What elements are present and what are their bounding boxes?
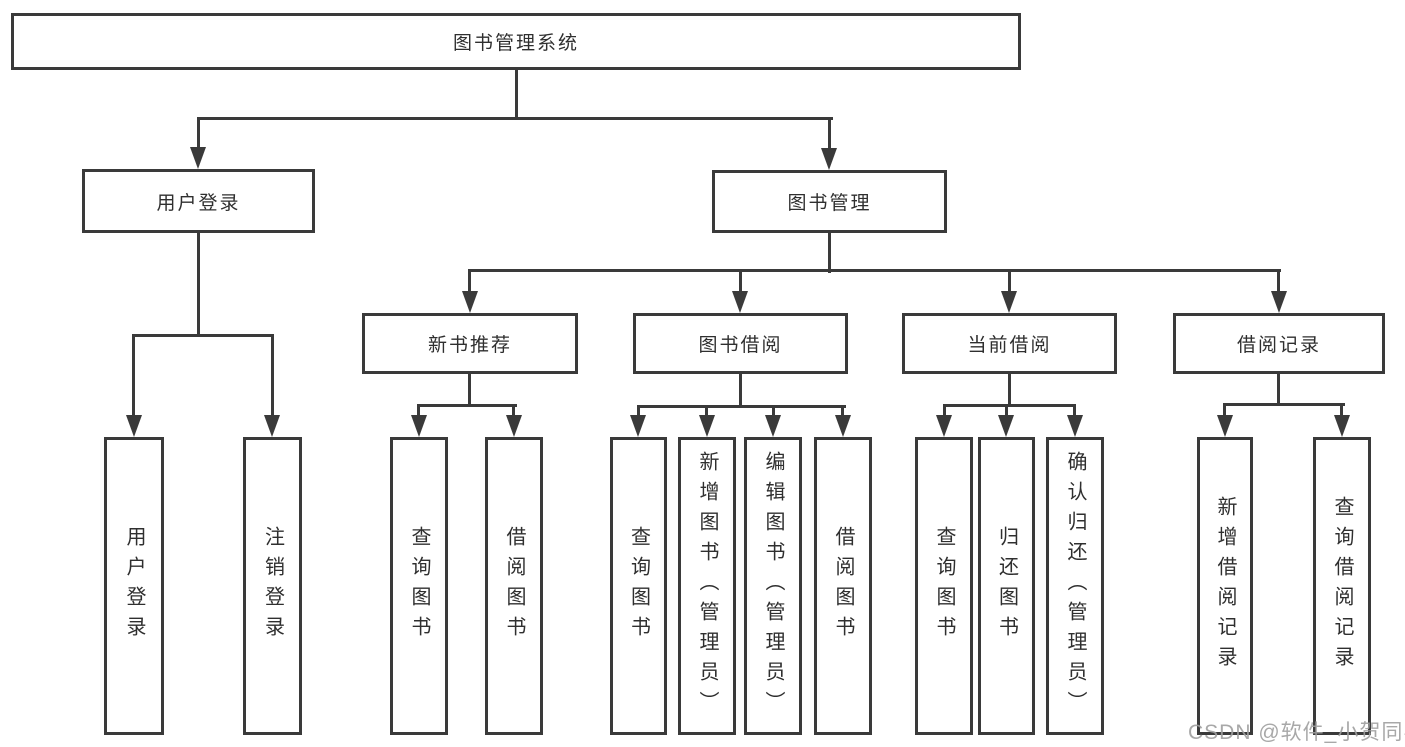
connector-drop xyxy=(772,407,775,416)
node-book-borrow: 图书借阅 xyxy=(633,313,848,374)
leaf-user-login-label: 用户登录 xyxy=(123,526,145,646)
connector-current-borrow-stem xyxy=(1008,374,1011,407)
node-user-login-label: 用户登录 xyxy=(156,192,241,214)
arrowhead-down-icon xyxy=(630,415,646,437)
connector-drop-book-mgmt xyxy=(828,119,831,149)
leaf-add-book-admin-label: 新增图书（管理员） xyxy=(696,451,718,721)
connector-drop xyxy=(943,406,946,416)
leaf-query-books-recommend: 查询图书 xyxy=(390,437,448,735)
node-current-borrow: 当前借阅 xyxy=(902,313,1117,374)
connector-drop xyxy=(637,407,640,416)
connector-drop-leaf-logout xyxy=(271,336,274,416)
arrowhead-down-icon xyxy=(190,147,206,169)
connector-book-borrow-rail xyxy=(637,405,846,408)
leaf-query-books-borrow: 查询图书 xyxy=(610,437,667,735)
node-current-borrow-label: 当前借阅 xyxy=(967,335,1052,356)
leaf-query-books-current: 查询图书 xyxy=(915,437,973,735)
leaf-query-books-recommend-label: 查询图书 xyxy=(408,526,430,646)
leaf-confirm-return-admin-label: 确认归还（管理员） xyxy=(1064,451,1086,721)
leaf-logout: 注销登录 xyxy=(243,437,302,735)
node-book-management: 图书管理 xyxy=(712,170,947,233)
leaf-query-borrow-record: 查询借阅记录 xyxy=(1313,437,1371,735)
leaf-add-borrow-record: 新增借阅记录 xyxy=(1197,437,1253,735)
connector-user-login-stem xyxy=(197,233,200,337)
connector-borrow-records-stem xyxy=(1277,374,1280,406)
leaf-edit-book-admin-label: 编辑图书（管理员） xyxy=(762,451,784,721)
connector-current-borrow-rail xyxy=(943,404,1076,407)
leaf-edit-book-admin: 编辑图书（管理员） xyxy=(744,437,802,735)
arrowhead-down-icon xyxy=(936,415,952,437)
arrowhead-down-icon xyxy=(1271,291,1287,313)
connector-drop xyxy=(1073,406,1076,416)
connector-drop xyxy=(512,406,515,416)
leaf-query-books-borrow-label: 查询图书 xyxy=(627,526,650,646)
arrowhead-down-icon xyxy=(1334,415,1350,437)
connector-user-login-rail xyxy=(132,334,274,337)
leaf-query-books-current-label: 查询图书 xyxy=(933,526,955,646)
leaf-borrow-books-recommend: 借阅图书 xyxy=(485,437,543,735)
connector-drop-leaf-login xyxy=(132,336,135,416)
connector-drop xyxy=(417,406,420,416)
leaf-return-book: 归还图书 xyxy=(978,437,1035,735)
connector-drop-current-borrow xyxy=(1008,271,1011,293)
arrowhead-down-icon xyxy=(699,415,715,437)
leaf-borrow-books-recommend-label: 借阅图书 xyxy=(503,526,525,646)
node-new-book-recommend-label: 新书推荐 xyxy=(427,335,512,356)
arrowhead-down-icon xyxy=(732,291,748,313)
connector-drop xyxy=(1223,405,1226,416)
leaf-add-book-admin: 新增图书（管理员） xyxy=(678,437,736,735)
leaf-query-borrow-record-label: 查询借阅记录 xyxy=(1331,496,1353,676)
arrowhead-down-icon xyxy=(411,415,427,437)
connector-drop-new-book xyxy=(468,271,471,293)
connector-book-mgmt-stem xyxy=(828,233,831,273)
csdn-watermark: CSDN @软件_小贺同学 xyxy=(1188,721,1405,744)
node-root-label: 图书管理系统 xyxy=(452,33,579,54)
connector-book-mgmt-rail xyxy=(468,269,1281,272)
leaf-borrow-books: 借阅图书 xyxy=(814,437,872,735)
connector-drop xyxy=(705,407,708,416)
arrowhead-down-icon xyxy=(765,415,781,437)
arrowhead-down-icon xyxy=(1217,415,1233,437)
connector-drop-borrow-records xyxy=(1277,271,1280,293)
connector-drop xyxy=(1340,405,1343,416)
leaf-return-book-label: 归还图书 xyxy=(995,526,1018,646)
node-root: 图书管理系统 xyxy=(11,13,1021,70)
leaf-logout-label: 注销登录 xyxy=(261,526,284,646)
arrowhead-down-icon xyxy=(835,415,851,437)
node-user-login: 用户登录 xyxy=(82,169,315,233)
connector-drop-book-borrow xyxy=(739,271,742,293)
node-new-book-recommend: 新书推荐 xyxy=(362,313,578,374)
leaf-user-login: 用户登录 xyxy=(104,437,164,735)
arrowhead-down-icon xyxy=(821,148,837,170)
arrowhead-down-icon xyxy=(126,415,142,437)
connector-drop-user-login xyxy=(197,119,200,148)
arrowhead-down-icon xyxy=(462,291,478,313)
connector-drop xyxy=(1005,406,1008,416)
connector-root-rail xyxy=(197,117,833,120)
node-borrow-records: 借阅记录 xyxy=(1173,313,1385,374)
leaf-add-borrow-record-label: 新增借阅记录 xyxy=(1214,496,1236,676)
arrowhead-down-icon xyxy=(264,415,280,437)
connector-root-stem xyxy=(515,70,518,120)
connector-book-borrow-stem xyxy=(739,374,742,408)
arrowhead-down-icon xyxy=(506,415,522,437)
connector-new-book-rail xyxy=(417,404,517,407)
leaf-confirm-return-admin: 确认归还（管理员） xyxy=(1046,437,1104,735)
leaf-borrow-books-label: 借阅图书 xyxy=(832,526,854,646)
connector-borrow-records-rail xyxy=(1223,403,1345,406)
arrowhead-down-icon xyxy=(1067,415,1083,437)
connector-drop xyxy=(841,407,844,416)
node-book-management-label: 图书管理 xyxy=(787,193,872,214)
node-book-borrow-label: 图书借阅 xyxy=(698,335,783,356)
node-borrow-records-label: 借阅记录 xyxy=(1236,335,1321,356)
arrowhead-down-icon xyxy=(998,415,1014,437)
arrowhead-down-icon xyxy=(1001,291,1017,313)
connector-new-book-stem xyxy=(468,374,471,407)
